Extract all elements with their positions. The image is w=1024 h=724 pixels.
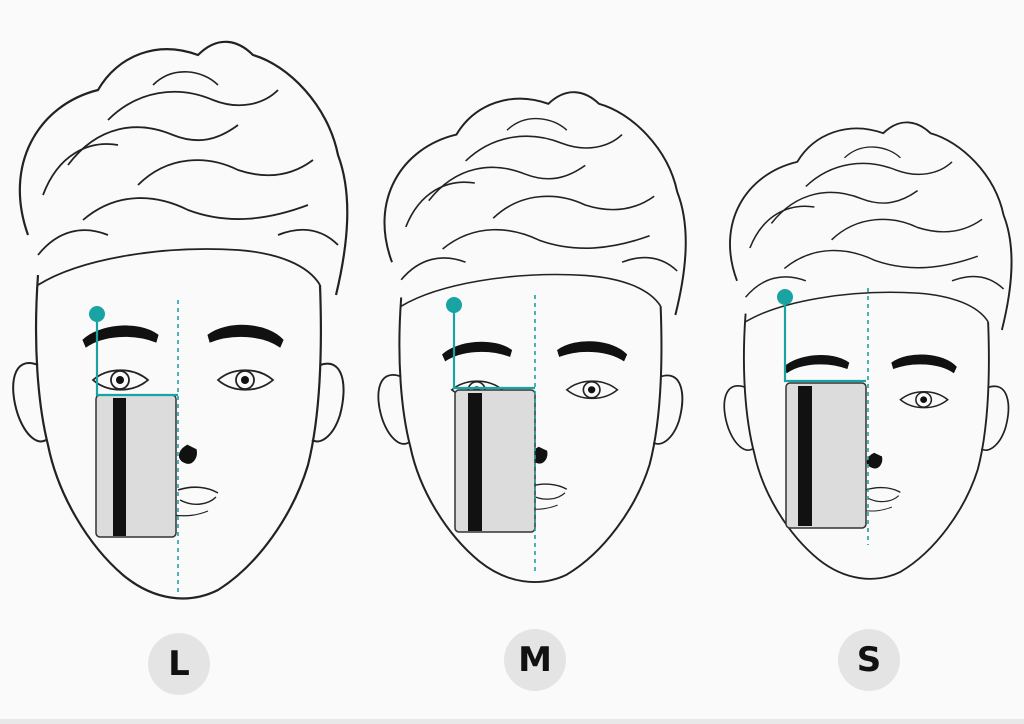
- card-guide-large: [89, 300, 179, 595]
- bottom-divider: [0, 719, 1024, 724]
- card-guide-small: [777, 288, 869, 545]
- size-badge-medium: M: [504, 629, 566, 691]
- face-large: [12, 40, 349, 600]
- size-badge-small: S: [838, 629, 900, 691]
- size-badge-large: L: [148, 633, 210, 695]
- face-small: [723, 121, 1013, 580]
- card-guide-medium: [446, 295, 536, 572]
